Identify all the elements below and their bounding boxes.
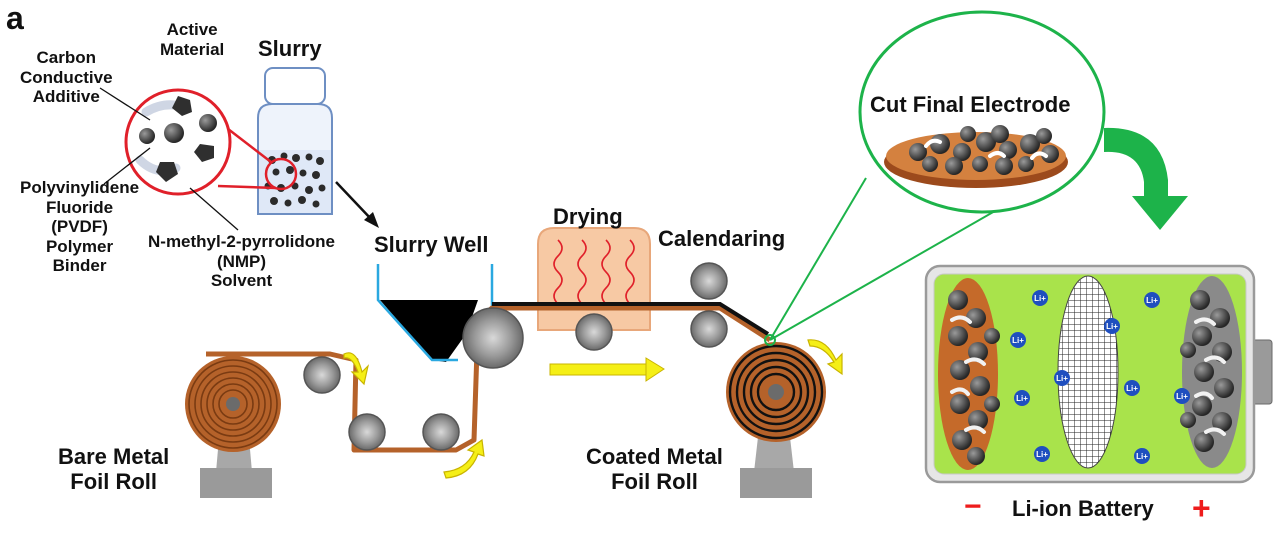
plus-sign: + bbox=[1192, 490, 1211, 526]
slurry-bottle bbox=[257, 67, 333, 215]
li-ion-label: Li+ bbox=[1146, 296, 1158, 305]
slurry-to-well-arrow bbox=[335, 181, 379, 228]
li-ion-label: Li+ bbox=[1034, 294, 1046, 303]
bare-foil-roll bbox=[185, 356, 281, 498]
li-ion-label: Li+ bbox=[1036, 450, 1048, 459]
li-ion-label: Li+ bbox=[1126, 384, 1138, 393]
pointer-lines bbox=[99, 87, 239, 231]
lithium-ions: Li+ Li+ Li+ Li+ Li+ Li+ Li+ Li+ Li+ Li+ bbox=[1010, 290, 1190, 464]
panel-letter: a bbox=[6, 0, 24, 36]
yellow-curved-arrows bbox=[343, 339, 843, 479]
callout-origin bbox=[764, 334, 776, 346]
solvent-label: N-methyl-2-pyrrolidone (NMP) Solvent bbox=[148, 232, 336, 291]
li-ion-label: Li+ bbox=[1106, 322, 1118, 331]
li-ion-label: Li+ bbox=[1176, 392, 1188, 401]
slurry-well-label: Slurry Well bbox=[374, 232, 489, 257]
active-material-label: Active Material bbox=[160, 20, 225, 59]
process-direction-arrow bbox=[549, 357, 665, 382]
bare-roll-label: Bare Metal Foil Roll bbox=[58, 444, 170, 495]
slurry-label: Slurry bbox=[258, 36, 322, 61]
foil-path bbox=[206, 305, 772, 453]
battery-label: Li-ion Battery bbox=[1012, 496, 1154, 521]
coated-roll-label: Coated Metal Foil Roll bbox=[586, 444, 723, 495]
minus-sign: − bbox=[964, 490, 982, 523]
cut-final-electrode-label: Cut Final Electrode bbox=[870, 92, 1071, 117]
li-ion-label: Li+ bbox=[1136, 452, 1148, 461]
coated-foil-roll bbox=[726, 342, 826, 498]
li-ion-battery bbox=[924, 264, 1273, 484]
li-ion-label: Li+ bbox=[1012, 336, 1024, 345]
binder-label: Polyvinylidene Fluoride (PVDF) Polymer B… bbox=[20, 178, 140, 276]
li-ion-label: Li+ bbox=[1056, 374, 1068, 383]
li-ion-label: Li+ bbox=[1016, 394, 1028, 403]
anode-electrode bbox=[938, 278, 1000, 470]
slurry-zoom-circle bbox=[264, 157, 298, 191]
green-curved-arrow bbox=[1104, 127, 1188, 230]
rollers bbox=[303, 262, 728, 451]
drying-label: Drying bbox=[553, 204, 623, 229]
cathode-electrode bbox=[1180, 276, 1242, 468]
magnified-slurry-circle bbox=[124, 88, 232, 196]
calendaring-label: Calendaring bbox=[658, 226, 786, 251]
carbon-additive-label: Carbon Conductive Additive bbox=[20, 48, 113, 107]
cut-electrode-disk bbox=[884, 125, 1068, 188]
